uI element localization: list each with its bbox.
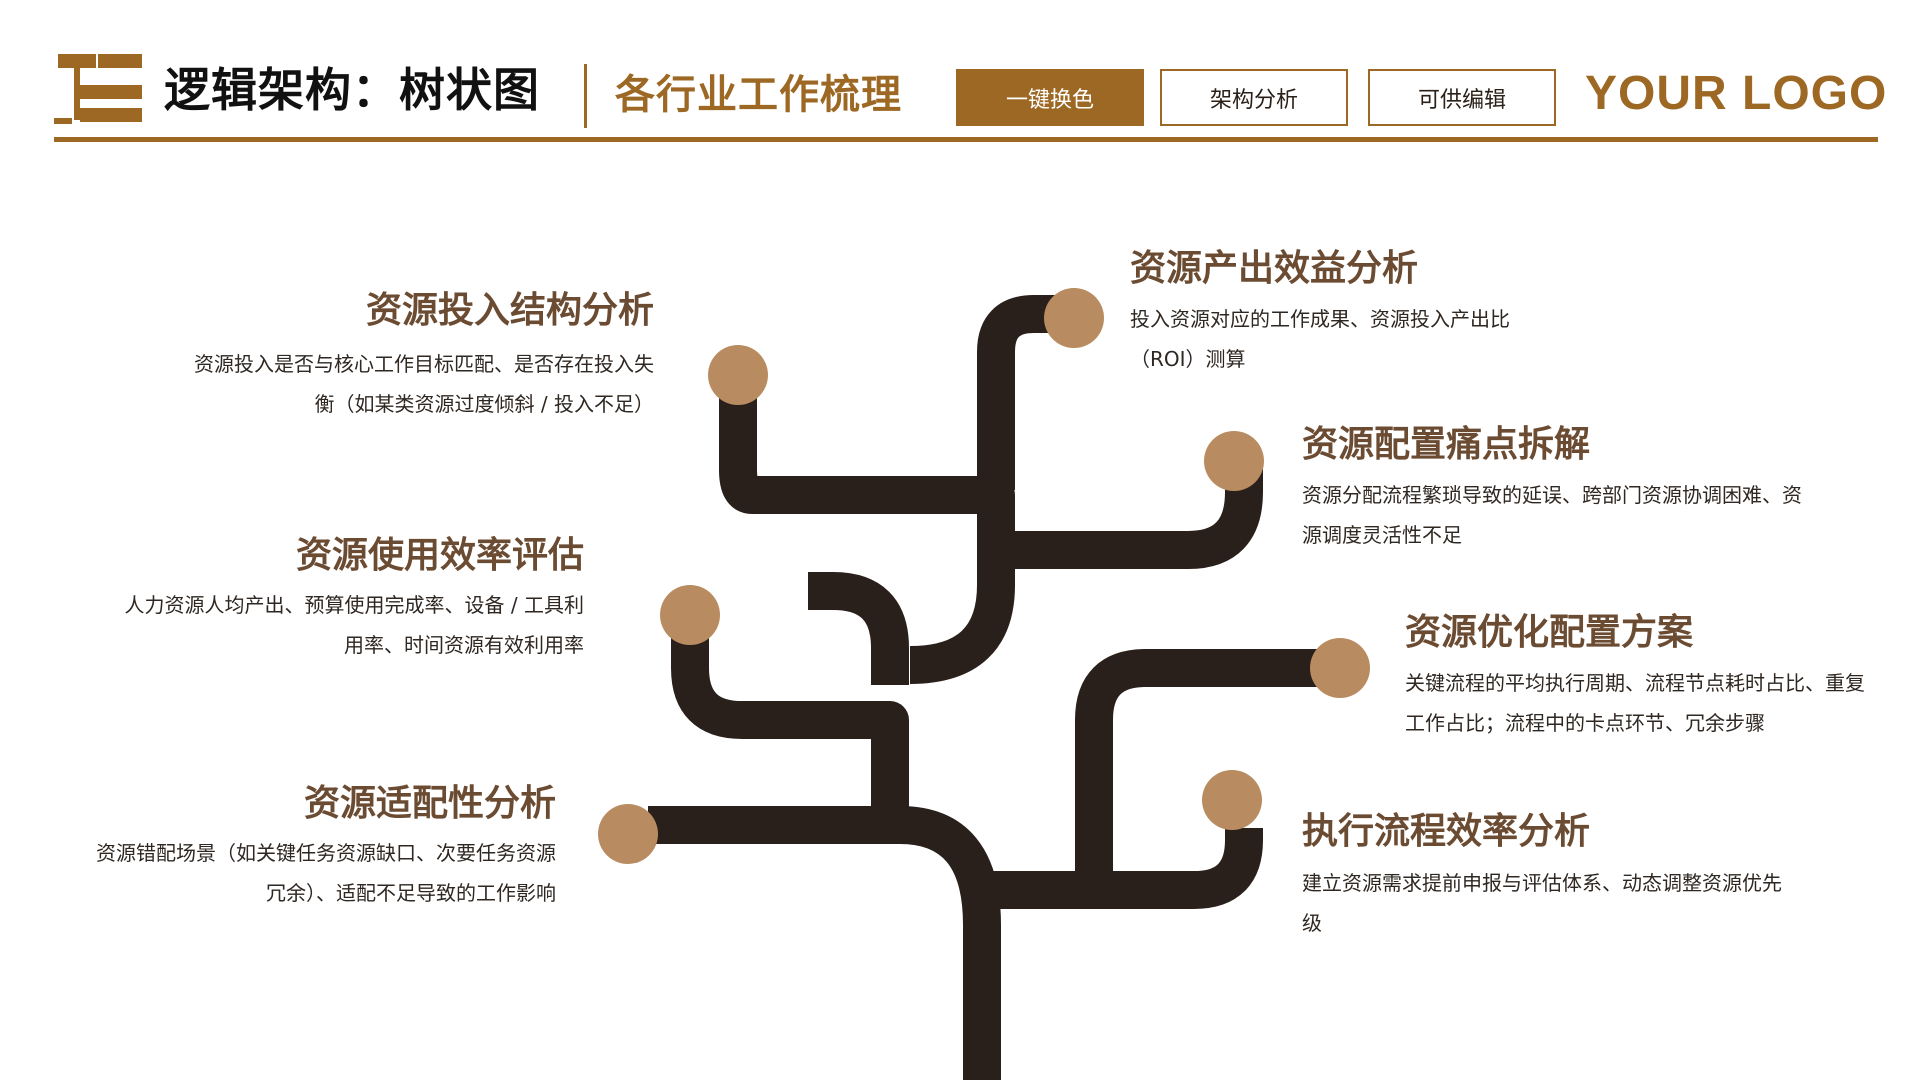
node-dot-left-1 (708, 345, 768, 405)
node-desc-process-efficiency: 建立资源需求提前申报与评估体系、动态调整资源优先级 (1302, 871, 1782, 935)
node-title-resource-efficiency: 资源使用效率评估 (295, 535, 584, 576)
brand-logo: YOUR LOGO (1585, 67, 1888, 120)
node-dot-left-3 (598, 804, 658, 864)
header-divider (584, 64, 587, 128)
node-desc-resource-input-structure: 资源投入是否与核心工作目标匹配、是否存在投入失衡（如某类资源过度倾斜 / 投入不… (194, 352, 654, 416)
page-title: 逻辑架构：树状图 (164, 63, 540, 117)
node-desc-resource-pain-points: 资源分配流程繁琐导致的延误、跨部门资源协调困难、资源调度灵活性不足 (1302, 483, 1802, 547)
node-desc-resource-fit: 资源错配场景（如关键任务资源缺口、次要任务资源冗余）、适配不足导致的工作影响 (96, 841, 556, 905)
node-desc-resource-output-benefit: 投入资源对应的工作成果、资源投入产出比（ROI）测算 (1130, 307, 1510, 371)
node-dot-right-1 (1044, 288, 1104, 348)
node-desc-resource-optimization: 关键流程的平均执行周期、流程节点耗时占比、重复工作占比；流程中的卡点环节、冗余步… (1405, 671, 1865, 735)
node-title-resource-optimization: 资源优化配置方案 (1405, 612, 1694, 653)
node-title-process-efficiency: 执行流程效率分析 (1302, 811, 1591, 852)
node-title-resource-input-structure: 资源投入结构分析 (365, 290, 654, 331)
middle-right-branch (1075, 649, 1344, 890)
node-title-resource-output-benefit: 资源产出效益分析 (1130, 248, 1419, 289)
node-dot-left-2 (660, 585, 720, 645)
node-dot-right-2 (1204, 431, 1264, 491)
editable-button[interactable]: 可供编辑 (1368, 69, 1556, 126)
tree-list-icon (54, 54, 142, 124)
node-title-resource-pain-points: 资源配置痛点拆解 (1302, 424, 1591, 465)
page-subtitle: 各行业工作梳理 (615, 72, 902, 118)
upper-left-loop (808, 572, 909, 685)
central-upper-trunk (719, 386, 1015, 684)
upper-right-branch (996, 466, 1263, 569)
header-rule (54, 137, 1878, 142)
node-title-resource-fit: 资源适配性分析 (303, 783, 556, 824)
node-dot-right-4 (1202, 770, 1262, 830)
main-trunk (648, 806, 1001, 1080)
architecture-analysis-button[interactable]: 架构分析 (1160, 69, 1348, 126)
middle-left-branch (671, 616, 909, 810)
change-color-button[interactable]: 一键换色 (956, 69, 1144, 126)
lower-right-branch (982, 821, 1263, 909)
top-right-branch (977, 295, 1072, 490)
node-dot-right-3 (1310, 638, 1370, 698)
node-desc-resource-efficiency: 人力资源人均产出、预算使用完成率、设备 / 工具利用率、时间资源有效利用率 (124, 593, 584, 657)
